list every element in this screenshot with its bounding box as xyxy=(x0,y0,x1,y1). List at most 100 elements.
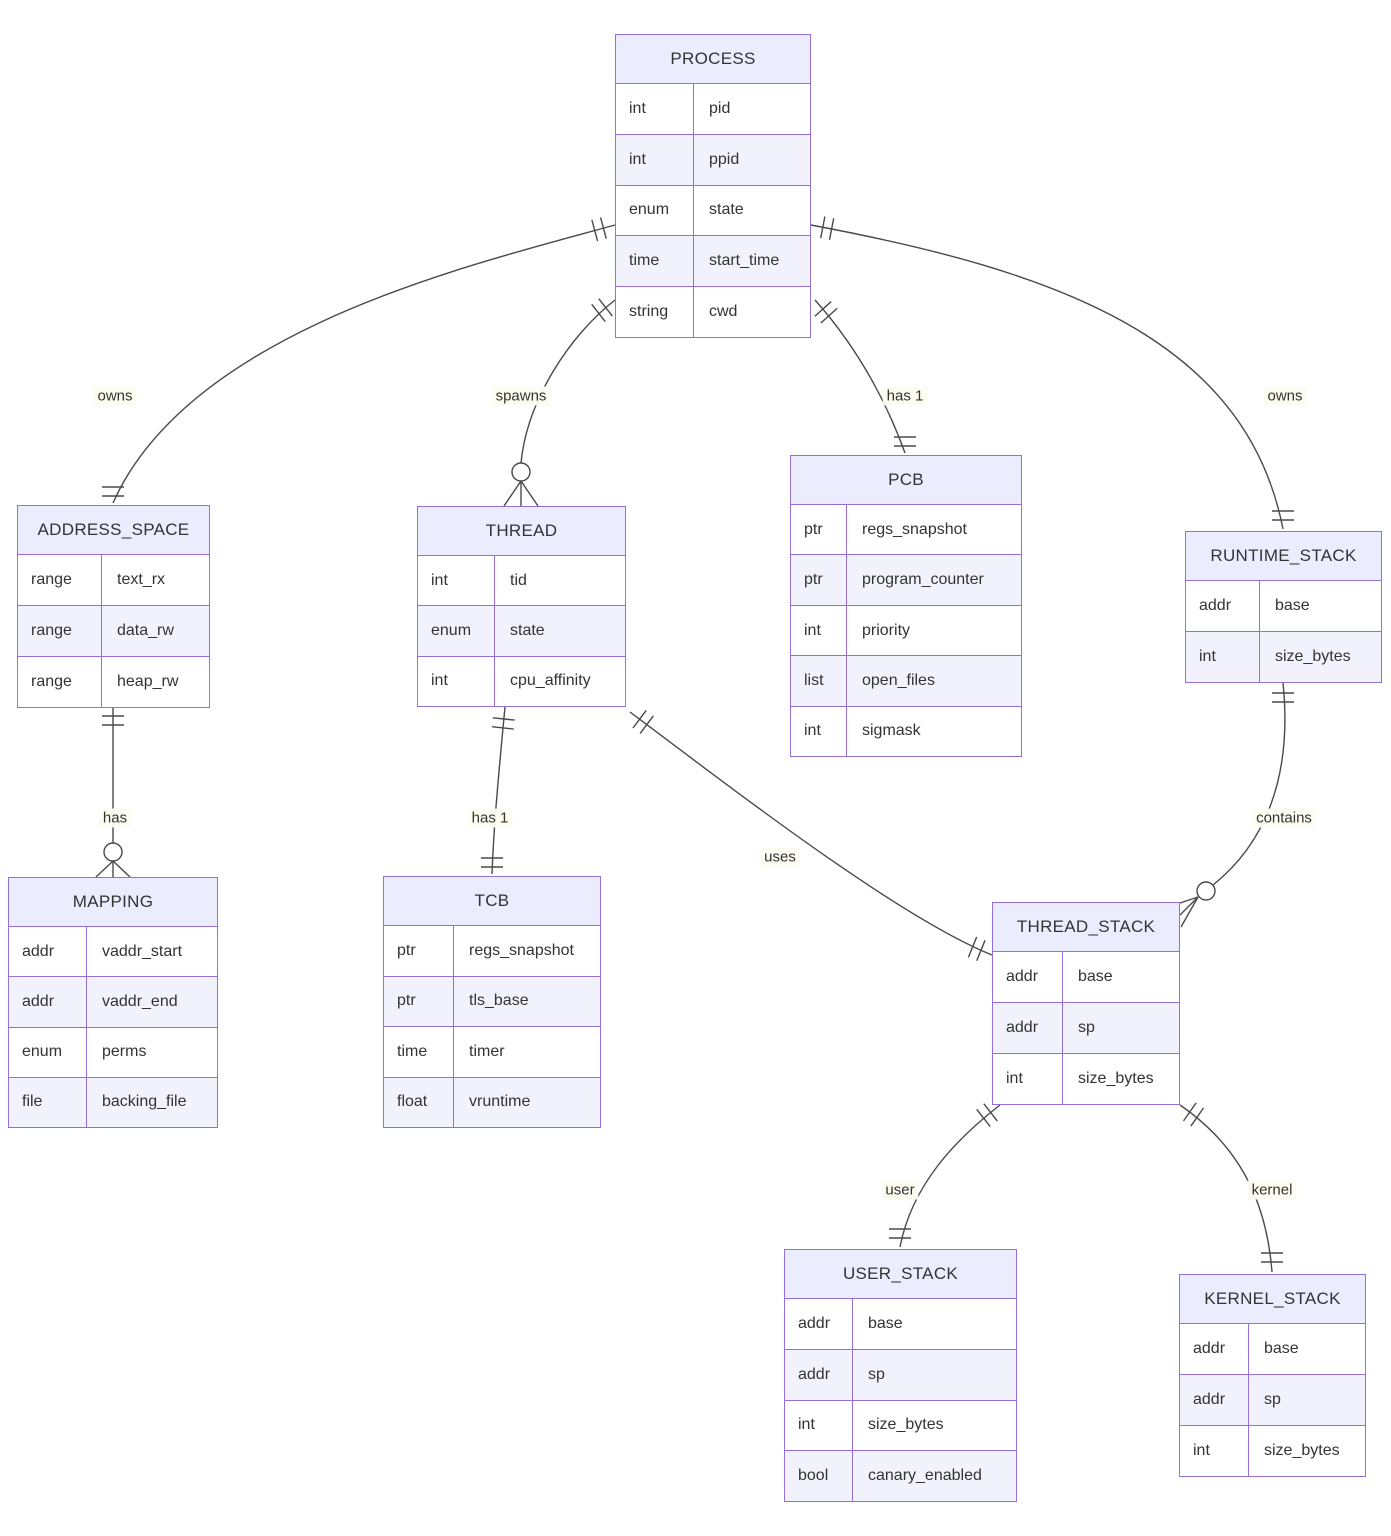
attribute-type: addr xyxy=(785,1299,853,1349)
attribute-row: int sigmask xyxy=(791,706,1021,757)
attribute-type: addr xyxy=(1180,1324,1249,1374)
cardinality-one-marker xyxy=(102,715,124,726)
attribute-name: base xyxy=(1078,968,1113,985)
attribute-name: cwd xyxy=(709,303,738,321)
edge-process-spawns-thread xyxy=(520,299,616,464)
attribute-row: addr base xyxy=(993,952,1179,1003)
attribute-name: cpu_affinity xyxy=(510,672,591,690)
attribute-type: float xyxy=(384,1077,454,1127)
cardinality-one-marker xyxy=(814,301,838,324)
attribute-type: ptr xyxy=(384,926,454,976)
cardinality-one-marker xyxy=(819,216,835,240)
cardinality-one-marker xyxy=(491,717,515,730)
edge-thread-stack-user-user-stack xyxy=(899,1104,1001,1248)
cardinality-one-marker xyxy=(1272,510,1294,521)
cardinality-one-marker xyxy=(967,936,986,961)
attribute-type: int xyxy=(791,706,847,757)
attribute-row: list open_files xyxy=(791,656,1021,707)
attribute-name: base xyxy=(1275,597,1310,614)
entity-title: PCB xyxy=(791,456,1021,505)
attribute-name: size_bytes xyxy=(1264,1442,1340,1459)
attribute-type: addr xyxy=(9,977,87,1027)
attribute-type: time xyxy=(616,236,694,287)
cardinality-one-marker xyxy=(481,857,503,868)
attribute-name: sp xyxy=(1264,1391,1281,1408)
attribute-row: addr vaddr_end xyxy=(9,977,217,1028)
attribute-type: addr xyxy=(1180,1375,1249,1425)
relationship-label: uses xyxy=(760,847,800,867)
cardinality-zero-or-many-marker xyxy=(503,462,539,507)
attribute-name: vruntime xyxy=(469,1093,531,1111)
relationship-label: spawns xyxy=(491,386,551,406)
attribute-row: int size_bytes xyxy=(1186,632,1381,682)
attribute-type: int xyxy=(1180,1426,1249,1476)
entity-title: ADDRESS_SPACE xyxy=(18,506,209,555)
attribute-row: ptr regs_snapshot xyxy=(384,926,600,977)
attribute-type: ptr xyxy=(384,976,454,1026)
relationship-label: has 1 xyxy=(467,808,513,828)
cardinality-one-marker xyxy=(976,1103,998,1128)
attribute-type: int xyxy=(616,134,694,185)
attribute-type: time xyxy=(384,1027,454,1077)
attribute-type: int xyxy=(418,656,495,706)
attribute-name: canary_enabled xyxy=(868,1467,982,1485)
cardinality-zero-or-many-marker xyxy=(1179,881,1216,928)
entity-title: PROCESS xyxy=(616,35,810,84)
attribute-name: size_bytes xyxy=(868,1416,944,1434)
attribute-type: addr xyxy=(1186,581,1260,631)
attribute-name: sigmask xyxy=(862,722,921,740)
attribute-name: timer xyxy=(469,1042,505,1060)
cardinality-one-marker xyxy=(889,1228,911,1239)
attribute-name: backing_file xyxy=(102,1093,187,1111)
attribute-row: string cwd xyxy=(616,287,810,337)
attribute-name: open_files xyxy=(862,671,935,689)
edge-process-owns-runtime-stack xyxy=(810,224,1284,530)
attribute-type: string xyxy=(616,287,694,337)
attribute-type: list xyxy=(791,656,847,706)
attribute-type: range xyxy=(18,657,102,707)
attribute-name: text_rx xyxy=(117,571,166,588)
attribute-type: addr xyxy=(993,1003,1063,1053)
attribute-name: regs_snapshot xyxy=(469,941,574,959)
entity-title: THREAD_STACK xyxy=(993,903,1179,952)
attribute-name: size_bytes xyxy=(1275,648,1351,665)
attribute-type: addr xyxy=(993,952,1063,1002)
attribute-name: program_counter xyxy=(862,571,984,589)
cardinality-one-marker xyxy=(102,486,124,497)
relationship-label: user xyxy=(881,1180,919,1200)
attribute-name: vaddr_end xyxy=(102,992,178,1010)
relationship-label: owns xyxy=(93,386,137,406)
attribute-type: int xyxy=(1186,632,1260,682)
edge-thread-has1-tcb xyxy=(491,706,506,875)
attribute-type: range xyxy=(18,606,102,656)
attribute-name: perms xyxy=(102,1043,147,1061)
attribute-row: time timer xyxy=(384,1027,600,1078)
relationship-label: owns xyxy=(1263,386,1307,406)
cardinality-one-marker xyxy=(632,710,654,734)
attribute-row: int size_bytes xyxy=(1180,1426,1365,1476)
